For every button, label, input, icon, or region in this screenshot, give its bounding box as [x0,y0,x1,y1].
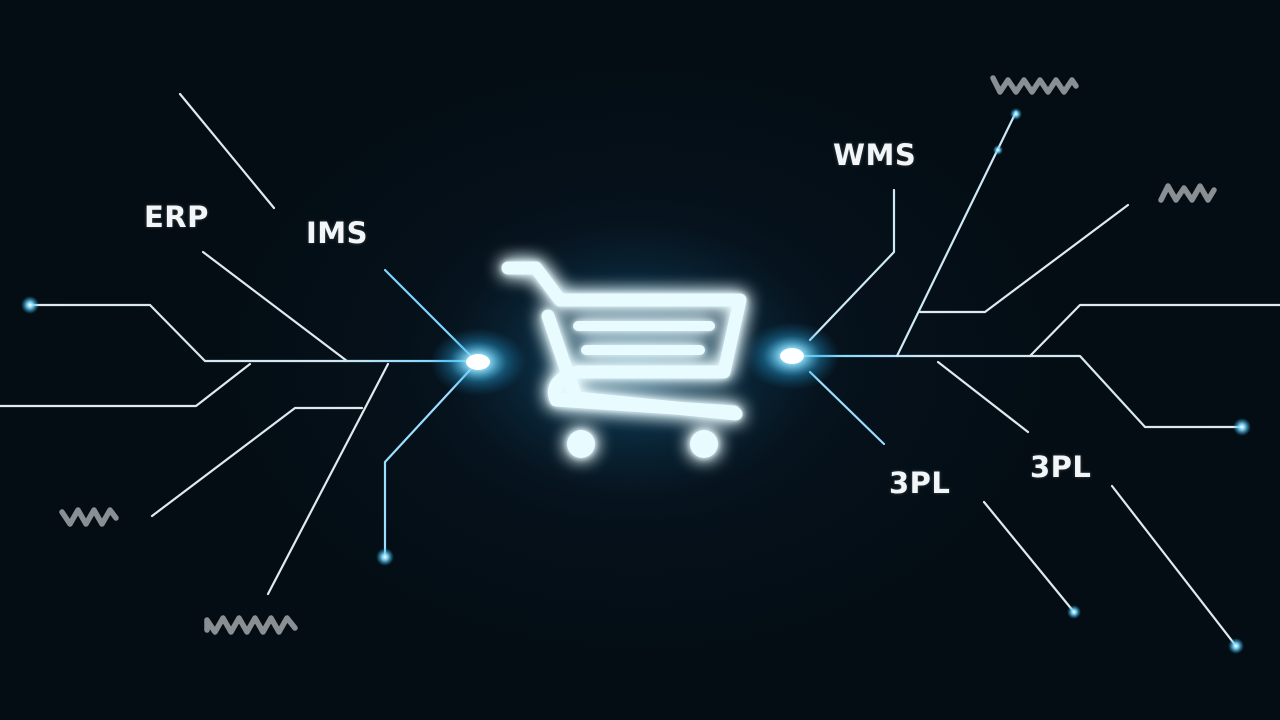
dot-left-top [21,296,39,314]
right-connections [788,110,1280,648]
left-line-edge [0,362,252,408]
left-connections [0,92,472,596]
squiggle-icon [1158,183,1217,203]
squiggle-icon [990,75,1079,95]
squiggle-icons [59,75,1217,635]
dot-right-top [1010,108,1022,120]
left-line-top [178,92,276,210]
label-wms: WMS [833,138,917,172]
right-line-3pl [936,360,1030,434]
right-line-bottom-b [1110,484,1238,648]
left-line-erp [201,250,349,363]
endpoint-dots [21,108,1251,654]
dot-right-mid [1233,418,1251,436]
dot-right-top-b [993,145,1003,155]
dot-right-bottom-a [1067,605,1081,619]
right-line-squiggle [918,203,1130,314]
left-line-lower-glow [383,368,472,557]
flare-right-core [780,348,804,364]
right-line-main [788,354,1244,429]
left-line-squiggle [150,406,364,518]
label-3pl-left: 3PL [889,466,951,500]
right-line-lower [808,370,886,446]
squiggle-icon [59,507,119,527]
dot-left-bottom [376,548,394,566]
left-line-main [28,303,472,363]
shopping-cart-icon [501,261,747,458]
flare-left-core [466,354,490,370]
center-halo [400,190,860,530]
squiggle-icon [204,615,298,635]
right-line-bottom-a [982,500,1076,614]
right-line-wms [808,188,896,342]
dot-right-bottom-b [1228,638,1244,654]
label-ims: IMS [306,216,369,250]
right-line-edge [1028,303,1280,358]
left-line-bottom [266,362,390,596]
label-3pl-right: 3PL [1030,450,1092,484]
label-erp: ERP [144,200,209,234]
